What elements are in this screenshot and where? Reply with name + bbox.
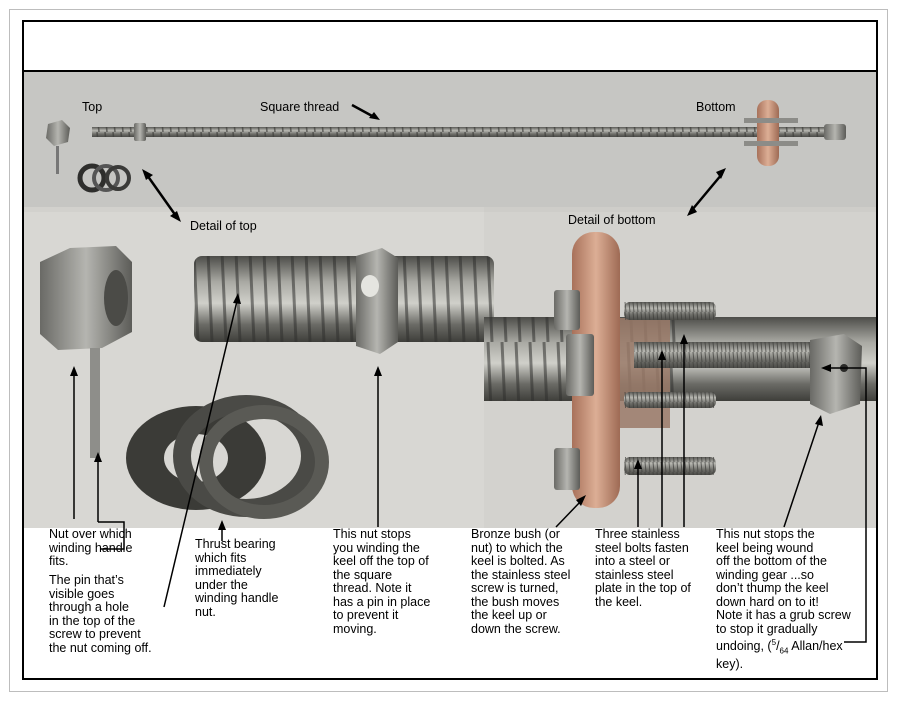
fraction-numerator: 5 xyxy=(771,638,777,647)
header-band xyxy=(24,22,876,72)
overview-washer-2 xyxy=(92,164,120,192)
detail-bronze-bush xyxy=(572,232,620,508)
photo-illustration xyxy=(24,72,876,528)
label-top: Top xyxy=(82,100,103,114)
overview-washer-1 xyxy=(77,163,107,193)
overview-top-nut xyxy=(134,123,146,141)
detail-pin xyxy=(90,348,100,458)
detail-top-nut xyxy=(356,248,398,354)
caption-thrust-bearing: Thrust bearing which fits immediately un… xyxy=(195,537,279,619)
detail-nut xyxy=(40,246,132,350)
caption-top-nut: This nut stops you winding the keel off … xyxy=(333,527,431,636)
label-bottom: Bottom xyxy=(696,100,736,114)
caption-pin: The pin that’s visible goes through a ho… xyxy=(49,573,152,655)
caption-bottom-nut: This nut stops the keel being wound off … xyxy=(716,527,851,672)
caption-bronze-bush: Bronze bush (or nut) to which the keel i… xyxy=(471,527,571,636)
overview-bronze-bush xyxy=(757,100,779,166)
fraction-denominator: 64 xyxy=(779,646,789,656)
photo-area xyxy=(24,72,876,528)
caption-bottom-nut-main: This nut stops the keel being wound off … xyxy=(716,527,851,654)
fraction-slash: / xyxy=(776,639,780,654)
label-detail-top: Detail of top xyxy=(190,219,257,233)
overview-loose-nut xyxy=(46,120,70,146)
top-photo-background xyxy=(24,72,876,212)
page-frame xyxy=(9,9,888,692)
label-square-thread: Square thread xyxy=(260,100,340,114)
caption-bottom-nut-key: key). xyxy=(716,657,744,672)
caption-nut-handle: Nut over which winding handle fits. xyxy=(49,527,133,568)
overview-washer-3 xyxy=(105,165,131,191)
label-detail-bottom: Detail of bottom xyxy=(568,213,656,227)
caption-bottom-nut-tail: Allan/hex xyxy=(788,639,843,654)
content-frame: Top Square thread Bottom Detail of top D… xyxy=(22,20,878,680)
overview-bottom-nut xyxy=(824,124,846,140)
detail-bottom-nut xyxy=(810,334,862,414)
caption-stainless-bolts: Three stainless steel bolts fasten into … xyxy=(595,527,691,609)
